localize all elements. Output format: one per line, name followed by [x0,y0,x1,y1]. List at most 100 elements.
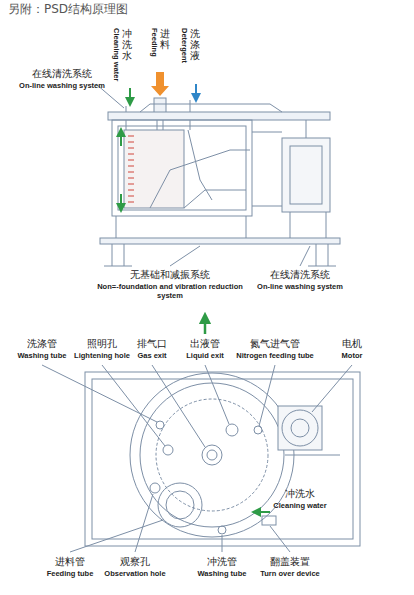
drawing-stroke [152,365,205,447]
drawing-stroke [163,445,173,455]
hatch-stroke [128,160,134,161]
drawing-stroke [166,491,194,519]
part-label-en: Washing tube [198,570,247,579]
cleaning-arrow [120,132,122,146]
part-label-en: Observation hole [104,570,165,579]
drawing-stroke [282,410,318,446]
hatch-stroke [128,136,134,137]
part-label-cn: 排气口 [137,338,167,350]
drawing-stroke [290,146,322,204]
drawing-stroke [270,526,290,552]
drawing-stroke [104,266,336,267]
part-label-cn: 进料 [160,28,170,50]
hatch-stroke [128,148,134,149]
hatch-stroke [128,190,134,191]
drawing-stroke [85,372,360,546]
drawing-stroke [130,373,294,537]
drawing-stroke [202,445,222,465]
drawing-stroke [116,212,326,238]
drawing-stroke [150,483,160,493]
drawing-stroke [205,365,229,424]
drawing-stroke [140,383,284,527]
drawing-stroke [112,120,252,216]
part-label-en: Non=-foundation and vibration reduction … [95,283,245,300]
cleaning-arrow [120,194,122,208]
part-label-en: Motor [342,352,363,361]
part-label-en: On-line washing system [257,283,343,292]
part-label-en: Cleaning water [111,28,120,81]
part-label-cn: 洗涤液 [190,28,200,61]
drawing-stroke [312,365,352,412]
part-label-cn: 观察孔 [120,556,150,568]
drawing-stroke [170,246,200,266]
drawing-stroke [282,138,330,212]
part-label-en: Gas exit [137,352,166,361]
basket-hatching [128,136,134,202]
top-view [42,365,360,552]
hatch-stroke [128,202,134,203]
drawing-stroke [158,483,202,527]
drawing-stroke [112,244,328,266]
part-label-en: Nitrogen feeding tube [236,352,314,361]
drawing-stroke [254,426,262,434]
liquid-arrow [204,318,207,334]
part-label-en: Washing tube [18,352,67,361]
drawing-stroke [135,494,153,552]
drawing-stroke [124,130,184,208]
hatch-stroke [128,166,134,167]
drawing-stroke [184,190,246,208]
part-label-cn: 翻盖装置 [270,556,310,568]
side-view [96,84,340,266]
part-label-cn: 出液管 [190,338,220,350]
cleaning-arrow [256,511,270,513]
drawing-stroke [226,424,238,436]
drawing-stroke [300,246,310,266]
drawing-stroke [218,526,226,534]
detergent-arrow [195,84,197,98]
hatch-stroke [128,178,134,179]
part-label-cn: 在线清洗系统 [270,269,330,281]
drawing-stroke [108,112,330,120]
part-label-cn: 进料管 [55,556,85,568]
part-label-cn: 冲洗水 [122,28,132,61]
drawing-stroke [252,132,282,206]
part-label-en: On-line washing system [19,82,105,91]
hatch-stroke [128,184,134,185]
drawing-stroke [118,126,246,210]
drawing-stroke [262,516,276,525]
page-title: 另附：PSD结构原理图 [8,3,128,17]
drawing-stroke [259,365,275,426]
hatch-stroke [128,154,134,155]
drawing-stroke [100,238,340,244]
hatch-stroke [128,172,134,173]
drawing-stroke [291,419,309,437]
part-label-cn: 氮气进气管 [250,338,300,350]
drawing-stroke [207,450,217,460]
part-label-en: Lightening hole [74,352,130,361]
part-label-en: Cleaning water [273,502,326,511]
drawing-stroke [70,520,163,552]
drawing-stroke [102,365,165,446]
drawing-stroke [140,104,282,112]
part-label-en: Detergent [179,28,188,63]
part-label-cn: 冲洗水 [285,488,315,500]
part-label-cn: 无基础和减振系统 [130,269,210,281]
part-label-en: Turn over device [260,570,319,579]
part-label-cn: 在线清洗系统 [32,68,92,80]
drawing-stroke [222,535,223,552]
part-label-en: Liquid exit [186,352,224,361]
drawing-stroke [306,120,307,138]
part-label-cn: 照明孔 [87,338,117,350]
hatch-stroke [128,196,134,197]
drawing-stroke [150,150,250,208]
drawing-stroke [156,399,268,511]
feeding-arrow [151,72,169,96]
drawing-stroke [278,406,322,450]
part-label-cn: 电机 [342,338,362,350]
drawing-stroke [156,421,164,429]
cleaning-arrow [129,88,131,102]
drawing-stroke [285,455,340,456]
part-label-en: Feeding [149,28,158,57]
part-label-cn: 冲洗管 [207,556,237,568]
